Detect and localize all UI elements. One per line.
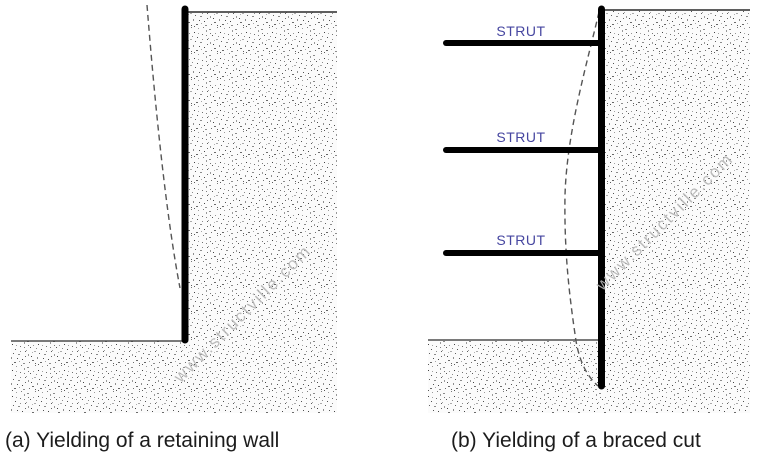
strut-label-1: STRUT: [496, 23, 546, 39]
soil-mass-a: [11, 12, 337, 413]
soil-mass-b: [428, 11, 750, 413]
deflection-curve-b: [564, 11, 600, 387]
figure-a-graphics: [11, 4, 337, 413]
figure-b-graphics: [428, 5, 750, 413]
strut-label-2: STRUT: [496, 129, 546, 145]
deflection-curve-a: [146, 4, 181, 289]
figure-b-caption: (b) Yielding of a braced cut: [451, 429, 701, 452]
figure-a-caption: (a) Yielding of a retaining wall: [5, 429, 280, 452]
strut-label-3: STRUT: [496, 232, 546, 248]
